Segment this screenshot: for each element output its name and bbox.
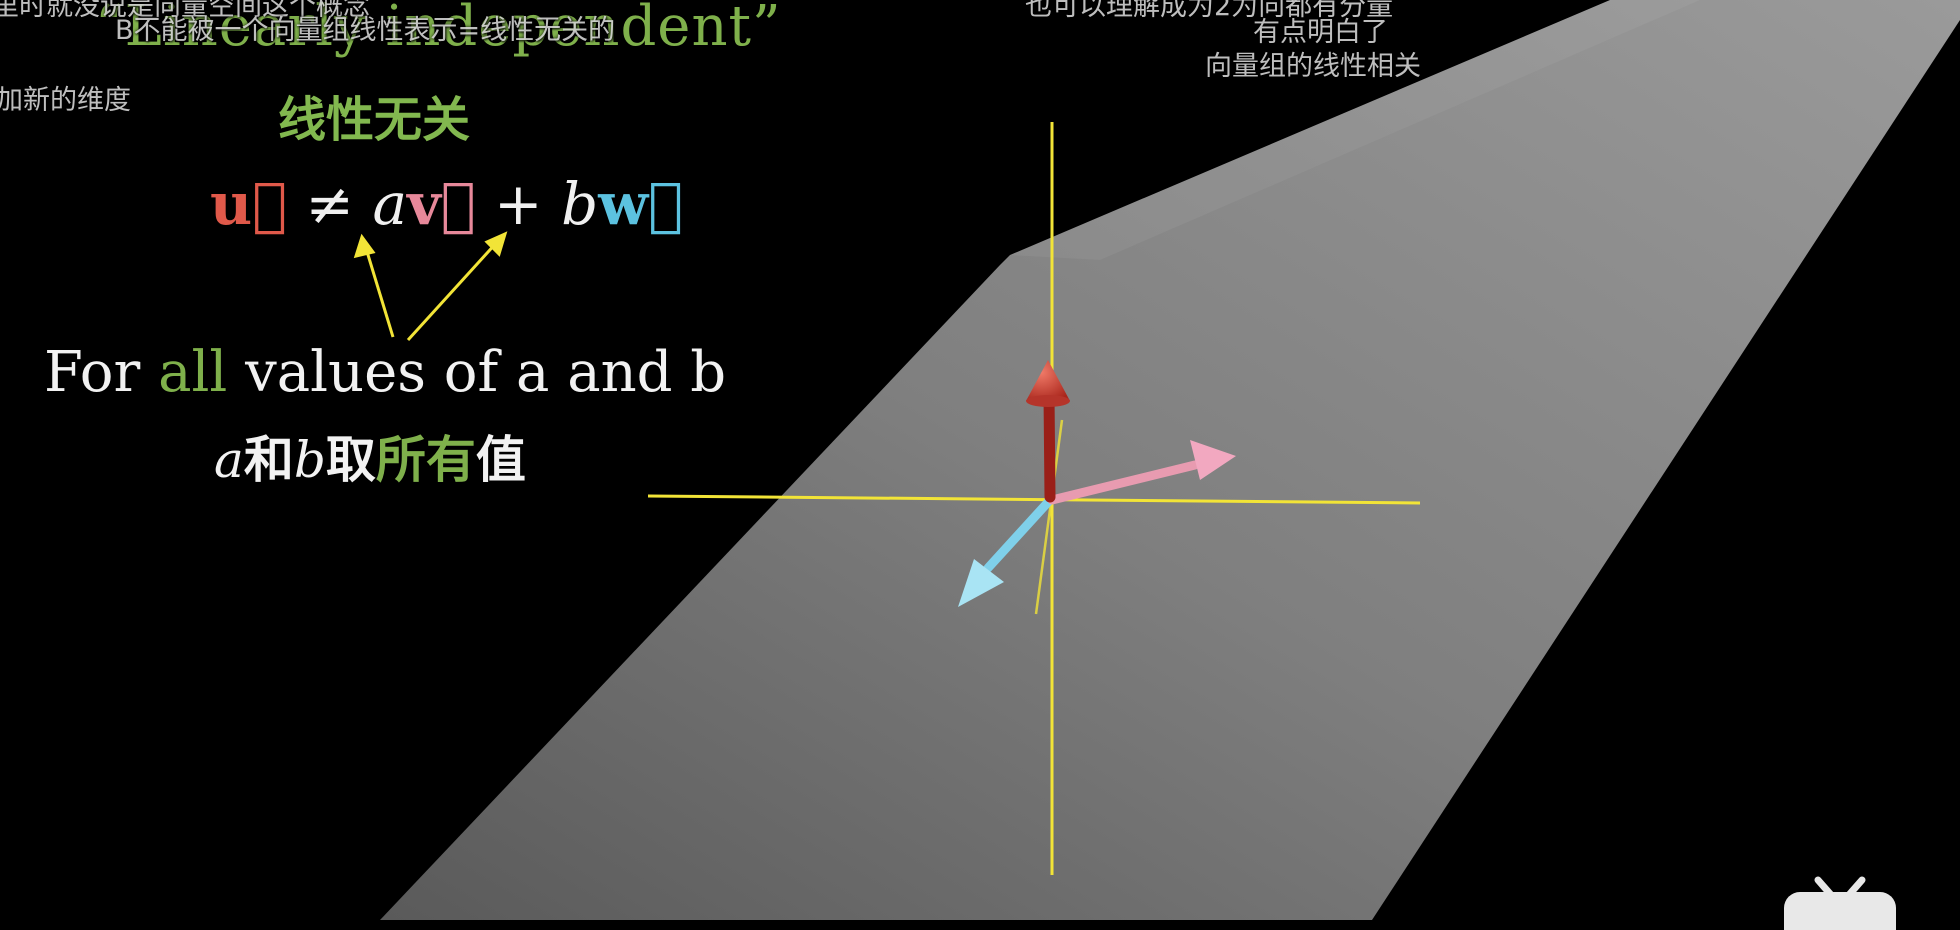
vector-w: w⃗ [598,170,683,238]
danmaku-comment: 有点明白了 [1253,17,1388,48]
title-linearly-independent: “Linearly independent” [95,0,782,59]
annotation-arrows [353,231,508,342]
v-vector-arrow [1047,440,1236,505]
gray-plane [380,0,1960,920]
zh-take: 取 [325,431,376,489]
danmaku-comment: B不能被一个向量组线性表示=线性无关的 [115,15,616,46]
tv-icon[interactable] [1780,870,1900,930]
for-all-values-zh: a和b取所有值 [214,420,526,492]
coef-a: a [372,170,408,238]
title-linearly-independent-zh: 线性无关 [278,92,471,148]
y-axis [1034,419,1064,615]
vector-u: u⃗ [210,170,287,238]
danmaku-comment: 加新的维度 [0,85,131,116]
for-all-pre: For [44,340,159,405]
zh-values: 值 [475,431,526,489]
formula: u⃗ ≠ av⃗ + bw⃗ [210,170,683,238]
danmaku-comment: 里时就没说是向量空间这个概念 [0,0,370,22]
for-all-values: For all values of a and b [44,340,726,405]
plus-sign: + [494,170,543,238]
danmaku-comment: 向量组的线性相关 [1205,51,1421,82]
zh-a: a [214,431,244,489]
plane-shading [1010,0,1700,260]
danmaku-comment: 也可以理解成为2为向都有分量 [1025,0,1394,22]
zh-all: 所有 [375,431,476,489]
neq-sign: ≠ [305,170,355,238]
for-all-post: values of a and b [227,340,727,405]
coef-b: b [561,170,599,238]
w-vector-arrow [958,495,1055,607]
zh-b: b [293,431,326,489]
u-vector-arrow [1026,360,1070,503]
vector-v: v⃗ [407,170,476,238]
for-all-all: all [158,340,228,405]
x-axis [647,494,1421,505]
zh-and: 和 [243,431,294,489]
